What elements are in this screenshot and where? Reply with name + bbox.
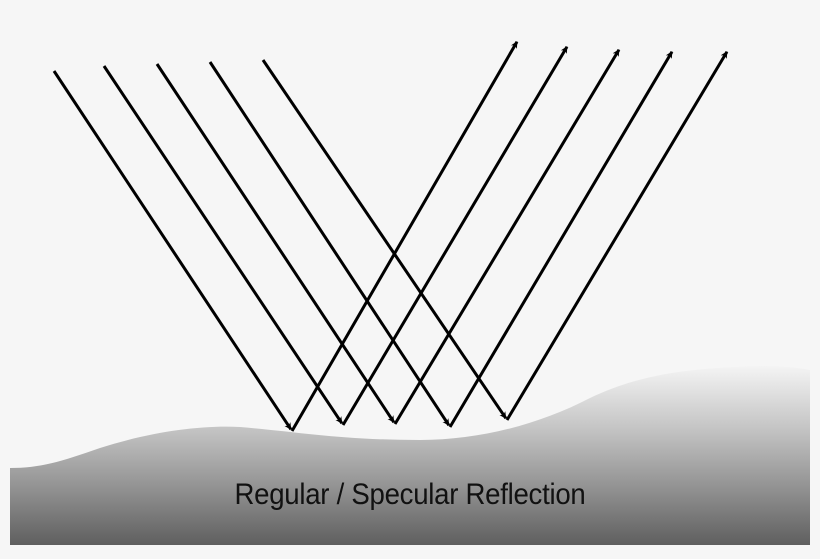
incident-ray-arrow-4 xyxy=(208,61,451,427)
reflected-ray-arrow-1 xyxy=(290,40,519,432)
reflected-ray-arrow-5 xyxy=(505,50,729,421)
reflected-rays xyxy=(290,40,729,432)
incident-rays xyxy=(52,59,508,431)
diagram-caption: Regular / Specular Reflection xyxy=(234,478,586,511)
reflected-ray-arrow-3 xyxy=(393,48,621,425)
reflecting-surface xyxy=(10,366,810,545)
reflected-ray-arrow-2 xyxy=(341,45,569,426)
incident-ray-arrow-5 xyxy=(261,59,508,420)
incident-ray-arrow-1 xyxy=(52,70,293,431)
reflected-ray-arrow-4 xyxy=(448,50,674,428)
incident-ray-arrow-2 xyxy=(102,65,344,425)
incident-ray-arrow-3 xyxy=(155,63,396,424)
